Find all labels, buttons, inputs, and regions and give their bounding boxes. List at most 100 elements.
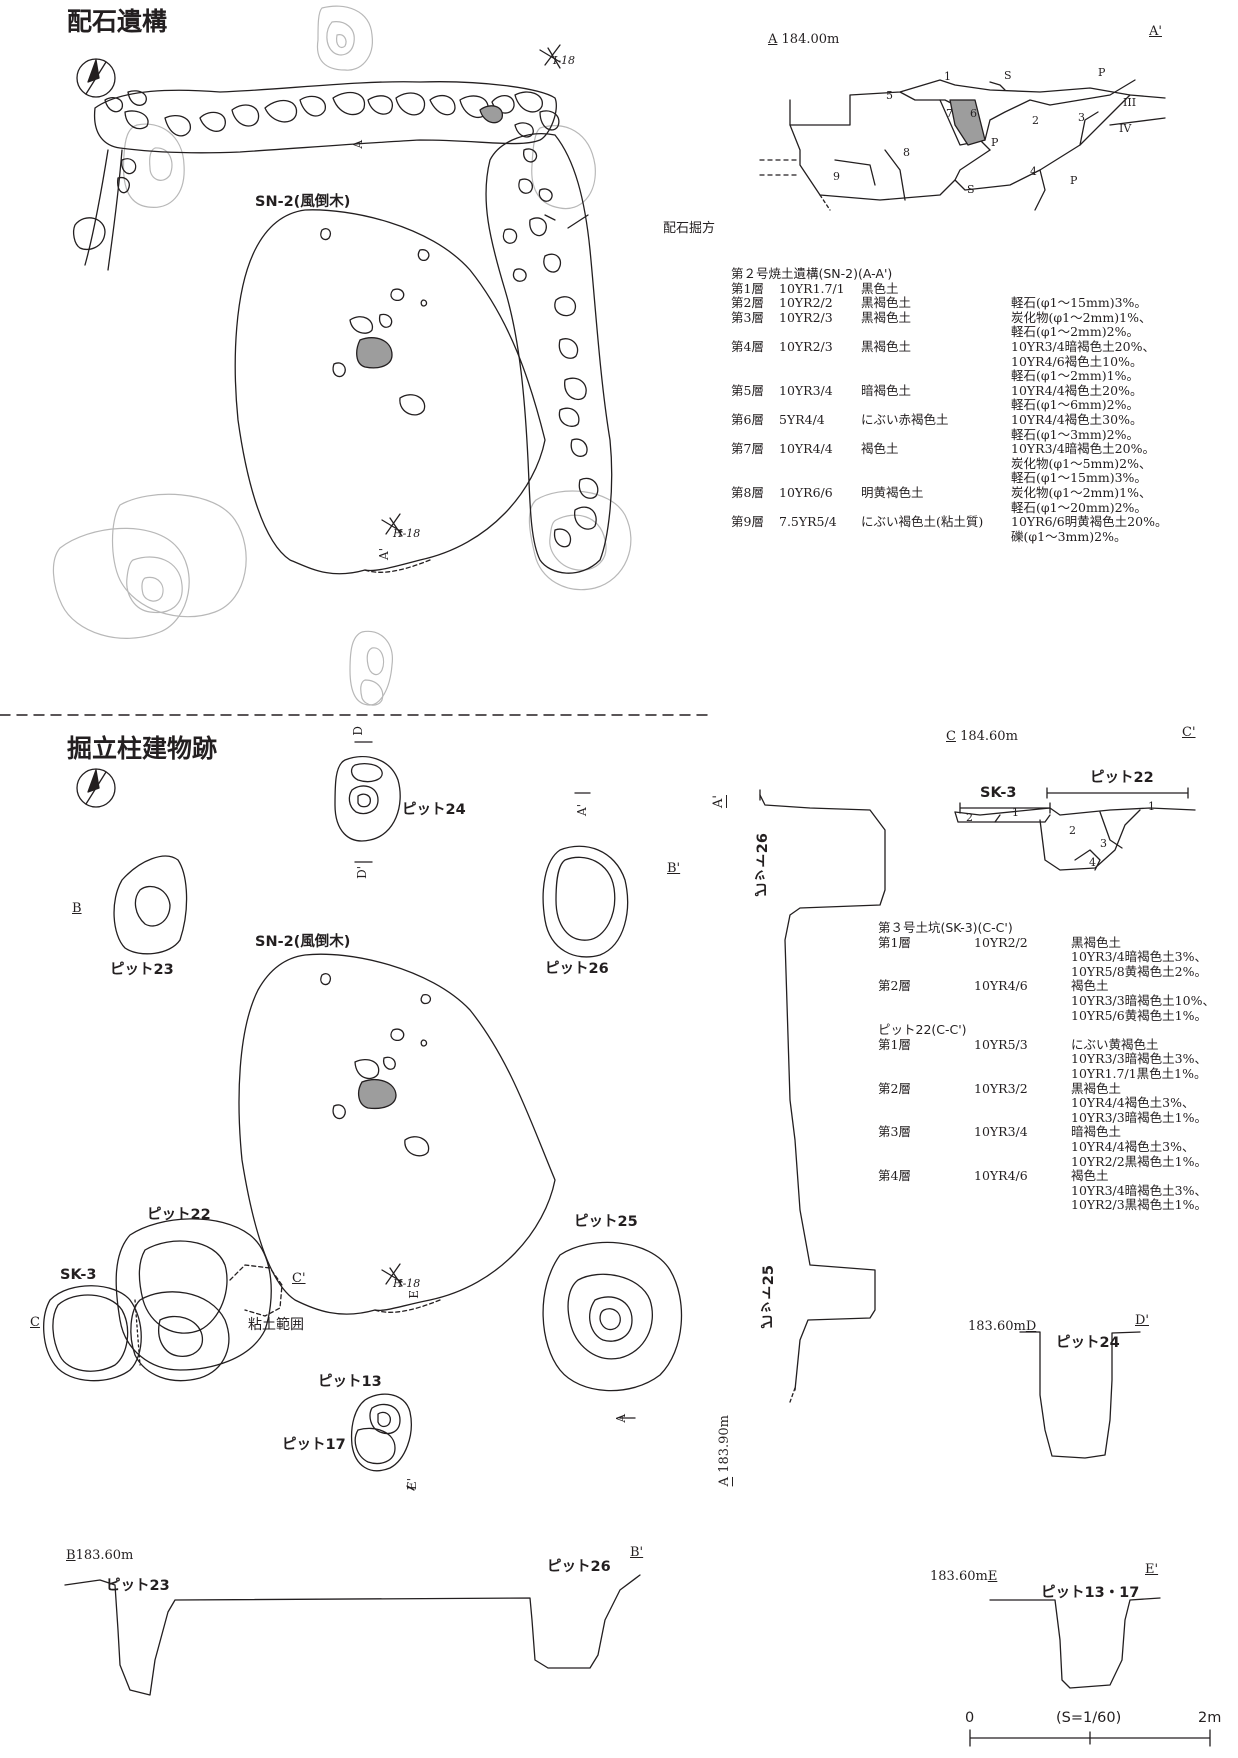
plan-mark-e2: E'	[405, 1478, 419, 1491]
section-dd-pit: ピット24	[1056, 1335, 1120, 1351]
mark-p-1: P	[1098, 66, 1106, 79]
legend-sn2-title: 第２号焼土遺構(SN-2)(A-A')	[731, 266, 893, 281]
legend-cc-soil: 10YR2/3黒褐色土1%。	[1071, 1197, 1208, 1213]
legend-cc-layer: 第1層	[878, 934, 911, 950]
legend-sn2-soil: 黒褐色土	[861, 309, 912, 325]
grid-marks-bottom	[381, 1263, 403, 1287]
pit26-label: ピット26	[545, 961, 609, 977]
plan-mark-b2: B'	[667, 861, 681, 876]
legend-cc-soil: 黒褐色土	[1071, 934, 1122, 950]
sn2-outline-bottom	[238, 953, 556, 1315]
legend-sn2-layer: 第6層	[731, 411, 764, 427]
legend-sn2-layer: 第9層	[731, 514, 764, 530]
legend-cc-soil: 10YR3/4暗褐色土3%、	[1071, 1182, 1208, 1198]
clay-range-label: 粘土範囲	[248, 1317, 304, 1333]
cc-layer-2b: 2	[1069, 824, 1076, 837]
legend-sn2-soil: にぶい褐色土(粘土質)	[861, 514, 984, 530]
plan-mark-c: C	[30, 1315, 40, 1330]
section-aa-bottom-start: A 183.90m	[717, 1415, 732, 1486]
legend-sn2-color: 10YR4/4	[779, 441, 833, 457]
legend-cc-color: 10YR4/6	[974, 1168, 1028, 1184]
section-dd-elev-label: 183.60mD	[968, 1320, 1036, 1333]
legend-sn2-note: 軽石(φ1〜20mm)2%。	[1011, 499, 1147, 515]
grid-mark-h18-bottom: H-18	[393, 1277, 421, 1290]
scale-max: 2m	[1198, 1710, 1222, 1726]
pit23-label: ピット23	[110, 962, 174, 978]
legend-cc-color: 10YR4/6	[974, 978, 1028, 994]
cc-layer-3: 3	[1100, 837, 1107, 850]
section-dd	[1019, 1331, 1141, 1459]
legend-sn2-soil: 暗褐色土	[861, 382, 912, 398]
pit24-label: ピット24	[402, 802, 466, 818]
legend-sn2-note: 10YR4/6褐色土10%。	[1011, 353, 1143, 369]
legend-sn2-color: 10YR2/3	[779, 309, 833, 325]
section-aa-bottom-elevation: 183.90m	[717, 1415, 732, 1473]
legend-sn2-note: 軽石(φ1〜15mm)3%。	[1011, 470, 1147, 486]
north-arrow-top	[76, 58, 116, 98]
plan-mark-d: D	[351, 726, 365, 736]
legend-cc-color: 10YR5/3	[974, 1036, 1028, 1052]
mark-s-1: S	[1004, 69, 1012, 82]
legend-sn2-layer: 第2層	[731, 295, 764, 311]
sk3-label: SK-3	[60, 1267, 97, 1283]
mark-s-2: S	[967, 183, 975, 196]
legend-cc-soil: 10YR3/4暗褐色土3%、	[1071, 949, 1208, 965]
section-bb-start-label: B183.60m	[66, 1549, 133, 1562]
legend-sn2-note: 炭化物(φ1〜2mm)1%、	[1011, 309, 1152, 325]
sn2-burnt-bottom	[357, 1079, 397, 1110]
legend-cc-soil: 10YR2/2黒褐色土1%。	[1071, 1153, 1208, 1169]
stone-column-left-top	[73, 149, 137, 271]
legend-sn2-soil: 黒色土	[861, 280, 899, 296]
pit26-plan	[542, 845, 629, 958]
mark-p-3: P	[1070, 174, 1078, 187]
legend-sn2-note: 10YR4/4褐色土30%。	[1011, 411, 1143, 427]
grid-mark-h18-top: H-18	[393, 527, 421, 540]
plan-mark-b: B	[72, 901, 82, 916]
legend-sn2-note: 10YR4/4褐色土20%。	[1011, 382, 1143, 398]
legend-sn2-color: 10YR1.7/1	[779, 280, 845, 296]
cc-layer-1b: 1	[1148, 800, 1155, 813]
legend-cc-title-sk3: 第３号土坑(SK-3)(C-C')	[878, 920, 1013, 935]
legend-cc-color: 10YR2/2	[974, 934, 1028, 950]
legend-sn2-layer: 第7層	[731, 441, 764, 457]
section-bb-elevation: 183.60m	[75, 1548, 134, 1563]
pit17-label: ピット17	[282, 1437, 346, 1453]
stone-column-right-top	[485, 133, 613, 574]
sn2-label-bottom: SN-2(風倒木)	[255, 934, 351, 950]
mark-p-2: P	[991, 136, 999, 149]
scale-ratio: (S=1/60)	[1056, 1710, 1122, 1726]
section-aa-bottom-pit26: ピット26	[755, 833, 771, 897]
legend-cc-soil: 10YR4/4褐色土3%、	[1071, 1138, 1195, 1154]
legend-sn2-color: 10YR3/4	[779, 382, 833, 398]
section-mark-a2-top: A'	[377, 548, 391, 560]
section-ee-end: E'	[1145, 1562, 1159, 1577]
legend-cc-color: 10YR3/2	[974, 1080, 1028, 1096]
pit22-sk3-plan	[43, 1218, 283, 1382]
section-cc-end: C'	[1182, 725, 1196, 740]
legend-sn2-note: 10YR3/4暗褐色土20%。	[1011, 441, 1155, 457]
section-bb-start: B	[66, 1548, 76, 1563]
layer-4: 4	[1030, 165, 1037, 178]
scale-zero: 0	[965, 1710, 975, 1726]
section-cc-start: C	[946, 729, 956, 744]
stone-row-top-shaded	[479, 105, 503, 124]
legend-sn2-note: 10YR3/4暗褐色土20%、	[1011, 338, 1155, 354]
legend-sn2-soil: 黒褐色土	[861, 338, 912, 354]
legend-sn2-color: 5YR4/4	[779, 411, 825, 427]
legend-cc-layer: 第2層	[878, 978, 911, 994]
legend-sn2-note: 礫(φ1〜3mm)2%。	[1011, 528, 1127, 544]
ghost-features-top	[52, 5, 632, 706]
plan-mark-d2: D'	[355, 866, 369, 879]
legend-sn2-note: 軽石(φ1〜2mm)2%。	[1011, 324, 1139, 340]
legend-cc-color: 10YR3/4	[974, 1124, 1028, 1140]
pit24-plan	[334, 756, 401, 842]
section-ee-elev-label: 183.60mE	[930, 1570, 997, 1583]
section-dd-elevation: 183.60m	[968, 1319, 1026, 1334]
pit25-label: ピット25	[574, 1214, 638, 1230]
section-aa-end: A'	[1149, 24, 1162, 39]
grid-mark-i18: I-18	[553, 54, 576, 67]
legend-cc-soil: 10YR5/6黄褐色土1%。	[1071, 1007, 1208, 1023]
pit13-17-plan	[350, 1393, 412, 1472]
legend-cc-layer: 第3層	[878, 1124, 911, 1140]
section-aa-start: A	[768, 32, 778, 47]
